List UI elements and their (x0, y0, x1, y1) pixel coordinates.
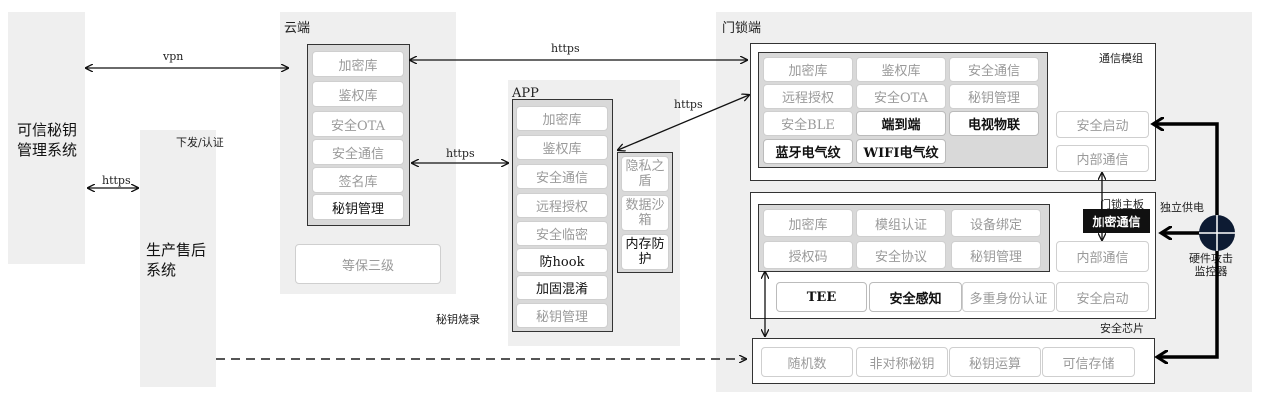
memory-protection: 内存防 护 (621, 234, 669, 270)
chip-item: 可信存储 (1042, 347, 1135, 377)
comm-item: 安全OTA (856, 84, 946, 109)
comm-item: 加密库 (763, 57, 853, 82)
chip-item: 秘钥运算 (949, 347, 1041, 377)
board-item: 授权码 (763, 241, 853, 269)
comm-item: 秘钥管理 (949, 84, 1039, 109)
hardware-monitor-icon (1199, 215, 1235, 251)
app-title: APP (512, 86, 539, 101)
privacy-shield: 隐私之 盾 (621, 156, 669, 192)
board-secure-boot: 安全启动 (1056, 282, 1149, 312)
app-item: 防hook (516, 248, 608, 273)
data-sandbox: 数据沙 箱 (621, 195, 669, 231)
cloud-item: 签名库 (312, 167, 404, 193)
multi-identity-box: 多重身份认证 (962, 282, 1055, 312)
cloud-item: 秘钥管理 (312, 194, 404, 220)
issue-auth-label: 下发/认证 (176, 136, 224, 149)
app-item: 鉴权库 (516, 135, 608, 160)
comm-item: 端到端 (856, 111, 946, 136)
app-item: 加固混淆 (516, 275, 608, 300)
monitor-to-chip-line (1158, 250, 1219, 357)
cloud-item: 安全OTA (312, 111, 404, 137)
vpn-label: vpn (163, 50, 184, 63)
production-system-label: 生产售后 系统 (146, 241, 207, 279)
comm-secure-boot: 安全启动 (1056, 111, 1149, 138)
app-module-group: 加密库 鉴权库 安全通信 远程授权 安全临密 防hook 加固混淆 秘钥管理 (512, 99, 613, 332)
hardware-monitor-label: 硬件攻击 监控器 (1189, 252, 1233, 278)
cloud-title: 云端 (284, 21, 311, 36)
board-item: 秘钥管理 (951, 241, 1041, 269)
comm-internal-comm: 内部通信 (1056, 145, 1149, 172)
cloud-module-group: 加密库 鉴权库 安全OTA 安全通信 签名库 秘钥管理 (307, 44, 410, 226)
chip-item: 非对称秘钥 (856, 347, 948, 377)
comm-item: 鉴权库 (856, 57, 946, 82)
security-chip-label: 安全芯片 (1100, 322, 1144, 335)
comm-module-label: 通信模组 (1099, 52, 1143, 65)
board-grid-group: 加密库 模组认证 设备绑定 授权码 安全协议 秘钥管理 (758, 204, 1050, 272)
lock-title: 门锁端 (722, 21, 762, 36)
cloud-item: 鉴权库 (312, 81, 404, 107)
security-level-badge: 等保三级 (295, 244, 441, 284)
https-left-label: https (102, 174, 131, 187)
main-board-label: 门锁主板 (1100, 198, 1144, 211)
board-internal-comm: 内部通信 (1056, 241, 1149, 272)
https-app-lock-arrow (618, 95, 749, 150)
comm-item: WIFI电气纹 (856, 139, 946, 164)
app-item: 加密库 (516, 106, 608, 131)
comm-item: 远程授权 (763, 84, 853, 109)
board-item: 安全协议 (856, 241, 946, 269)
comm-item: 电视物联 (949, 111, 1039, 136)
tee-box: TEE (776, 282, 867, 312)
production-region (140, 130, 216, 387)
independent-power-label: 独立供电 (1160, 201, 1204, 214)
key-burn-label: 秘钥烧录 (436, 313, 480, 326)
board-item: 模组认证 (856, 209, 946, 237)
https-mid-label: https (446, 147, 475, 160)
comm-item: 蓝牙电气纹 (763, 139, 853, 164)
cloud-item: 加密库 (312, 51, 404, 77)
comm-item: 安全BLE (763, 111, 853, 136)
app-side-group: 隐私之 盾 数据沙 箱 内存防 护 (617, 152, 673, 273)
comm-grid-group: 加密库 鉴权库 安全通信 远程授权 安全OTA 秘钥管理 安全BLE 端到端 电… (758, 52, 1048, 168)
cloud-item: 安全通信 (312, 139, 404, 165)
app-item: 远程授权 (516, 193, 608, 218)
monitor-to-comm-line (1154, 124, 1219, 215)
chip-item: 随机数 (761, 347, 853, 377)
kms-label: 可信秘钥 管理系统 (16, 121, 77, 159)
https-top-label: https (551, 42, 580, 55)
kms-region (8, 12, 85, 264)
board-item: 加密库 (763, 209, 853, 237)
app-item: 安全通信 (516, 164, 608, 189)
app-item: 安全临密 (516, 221, 608, 246)
comm-item: 安全通信 (949, 57, 1039, 82)
security-chip-frame: 随机数 非对称秘钥 秘钥运算 可信存储 (752, 338, 1155, 384)
board-item: 设备绑定 (951, 209, 1041, 237)
security-sensing-box: 安全感知 (869, 282, 962, 312)
app-item: 秘钥管理 (516, 303, 608, 328)
